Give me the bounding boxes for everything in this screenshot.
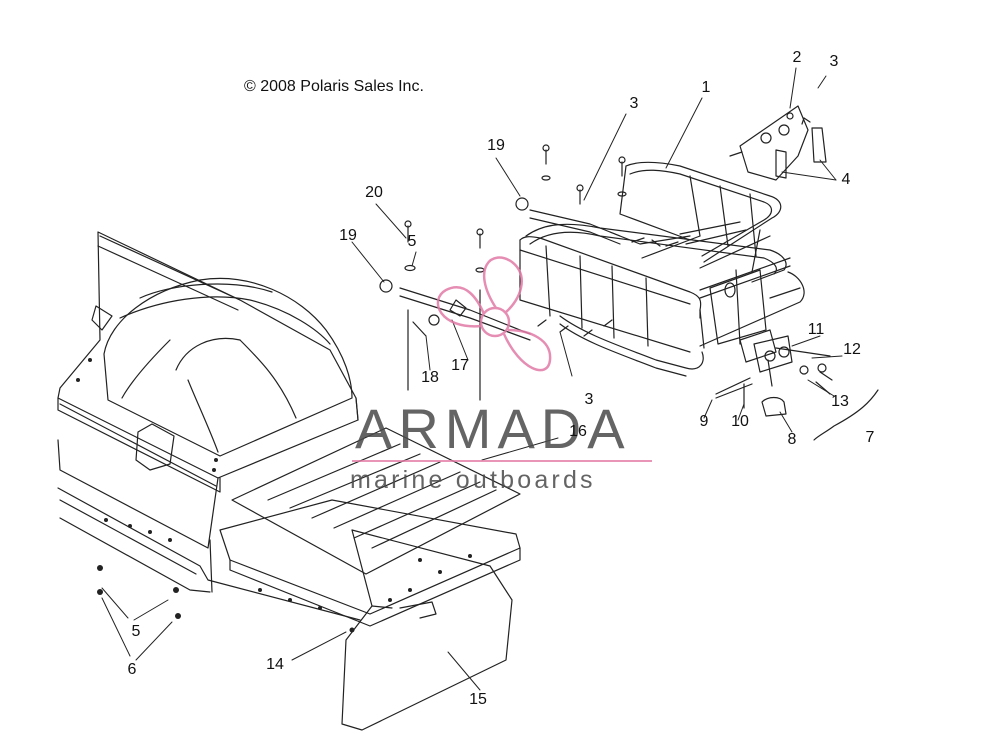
callout-2: 2	[792, 49, 802, 66]
callout-12: 12	[843, 341, 861, 358]
callout-1: 1	[701, 79, 711, 96]
copyright-text: © 2008 Polaris Sales Inc.	[244, 78, 424, 95]
callout-5a: 5	[407, 233, 417, 250]
callout-3a: 3	[829, 53, 839, 70]
callout-16: 16	[569, 423, 587, 440]
callout-20: 20	[365, 184, 383, 201]
callout-6: 6	[127, 661, 137, 678]
hitch	[715, 335, 833, 417]
callout-5b: 5	[131, 623, 141, 640]
mount-plate	[219, 499, 521, 627]
callout-13: 13	[831, 393, 849, 410]
callout-18: 18	[421, 369, 439, 386]
callout-19b: 19	[339, 227, 357, 244]
seat-bracket	[135, 423, 175, 471]
tunnel-body	[57, 231, 361, 621]
rack	[519, 161, 805, 377]
callout-3c: 3	[584, 391, 594, 408]
panel	[739, 105, 827, 181]
callout-9: 9	[699, 413, 709, 430]
callout-15: 15	[469, 691, 487, 708]
watermark-underline	[352, 460, 652, 462]
leader-lines	[101, 67, 843, 691]
callout-17: 17	[451, 357, 469, 374]
callout-11: 11	[807, 321, 825, 338]
watermark-name: ARMADA	[355, 397, 631, 460]
callout-8: 8	[787, 431, 797, 448]
callout-4: 4	[841, 171, 851, 188]
snow-flap	[341, 529, 513, 731]
callout-3b: 3	[629, 95, 639, 112]
callout-10: 10	[731, 413, 749, 430]
bracket-brace	[813, 389, 879, 441]
watermark-tagline: marine outboards	[350, 466, 596, 494]
fasteners	[404, 144, 827, 375]
rivets	[76, 358, 472, 633]
watermark-logo	[436, 256, 552, 372]
rear-rods	[379, 197, 621, 341]
callout-14: 14	[266, 656, 284, 673]
heat-exchanger	[231, 427, 521, 575]
seat	[97, 235, 353, 457]
callout-19a: 19	[487, 137, 505, 154]
callout-7: 7	[865, 429, 875, 446]
